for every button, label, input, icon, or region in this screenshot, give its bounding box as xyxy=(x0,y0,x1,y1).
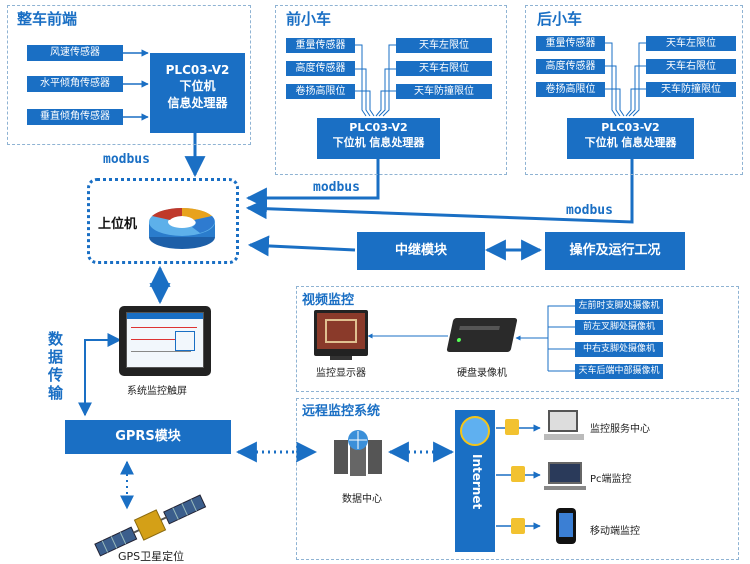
rear-cart-plc-model: PLC03-V2 xyxy=(601,121,660,134)
monitor-caption: 监控显示器 xyxy=(316,368,366,379)
vertical-tilt-sensor: 垂直倾角传感器 xyxy=(27,109,123,125)
client-pc-monitor: Pc端监控 xyxy=(590,474,632,485)
touchscreen-titlebar xyxy=(127,313,203,319)
rear-right-limit: 天车右限位 xyxy=(646,59,736,74)
touchscreen-display xyxy=(126,312,204,368)
touchscreen-panel-box xyxy=(175,331,195,351)
front-cart-link xyxy=(245,156,380,209)
camera-crane-rear-middle: 天车后端中部摄像机 xyxy=(575,364,663,379)
touchscreen-trend-line-2 xyxy=(131,339,175,340)
camera-front-left-fork: 前左叉脚处摄像机 xyxy=(575,320,663,335)
touchscreen-baseline xyxy=(131,351,191,352)
rear-cart-plc-box: PLC03-V2 下位机 信息处理器 xyxy=(567,118,694,159)
internet-label: Internet xyxy=(470,454,484,510)
front-plc-model: PLC03-V2 xyxy=(165,63,230,77)
client-monitor-center: 监控服务中心 xyxy=(590,424,650,435)
rear-weight-sensor: 重量传感器 xyxy=(536,36,605,51)
vehicle-front-title: 整车前端 xyxy=(17,10,78,28)
front-right-limit: 天车右限位 xyxy=(396,61,492,76)
front-left-limit: 天车左限位 xyxy=(396,38,492,53)
mobile-phone-icon xyxy=(556,508,576,544)
lock-icon xyxy=(511,518,525,534)
remote-title: 远程监控系统 xyxy=(302,404,381,419)
rear-height-sensor: 高度传感器 xyxy=(536,59,605,74)
data-center-caption: 数据中心 xyxy=(342,494,382,505)
front-plc-role: 下位机 xyxy=(179,79,216,93)
modbus-label-front: modbus xyxy=(103,152,150,167)
monitor-screen xyxy=(317,313,365,349)
camera-links xyxy=(515,305,575,372)
camera-front-left-support: 左前时支脚处摄像机 xyxy=(575,299,663,314)
laptop-base xyxy=(544,486,586,490)
camera-middle-right-support: 中右支脚处摄像机 xyxy=(575,342,663,357)
front-cart-funnel xyxy=(355,44,396,117)
front-plc-function: 信息处理器 xyxy=(167,96,228,110)
monitor-scene xyxy=(325,319,357,343)
front-sensor-links xyxy=(123,49,149,121)
gps-caption: GPS卫星定位 xyxy=(118,550,185,563)
data-transfer-label: 数据传输 xyxy=(48,330,64,402)
front-cart-title: 前小车 xyxy=(286,10,332,28)
touchscreen-caption: 系统监控触屏 xyxy=(127,386,187,397)
internet-bar: Internet xyxy=(455,410,495,552)
internet-explorer-icon xyxy=(460,416,490,446)
operation-status: 操作及运行工况 xyxy=(545,232,685,270)
modbus-label-front-cart: modbus xyxy=(313,180,360,195)
front-plc-box: PLC03-V2 下位机 信息处理器 xyxy=(150,53,245,133)
lock-icon xyxy=(505,419,519,435)
monitor-icon xyxy=(314,310,368,356)
video-title: 视频监控 xyxy=(302,293,355,308)
client-mobile-monitor: 移动端监控 xyxy=(590,526,640,537)
front-height-sensor: 高度传感器 xyxy=(286,61,355,76)
front-cart-plc-model: PLC03-V2 xyxy=(349,121,408,134)
rear-cart-funnel xyxy=(605,42,646,117)
lock-icon xyxy=(511,466,525,482)
video-panel xyxy=(296,286,739,392)
host-label: 上位机 xyxy=(98,217,138,232)
rear-cart-panel xyxy=(525,5,743,175)
laptop-icon xyxy=(548,462,582,484)
horizontal-tilt-sensor: 水平倾角传感器 xyxy=(27,76,123,92)
rear-cart-plc-role: 下位机 信息处理器 xyxy=(584,136,677,149)
monitor-stand xyxy=(330,356,352,360)
screen-gprs-link xyxy=(78,333,122,417)
recorder-caption: 硬盘录像机 xyxy=(457,368,507,379)
mobile-phone-screen xyxy=(559,513,573,537)
rear-cart-link xyxy=(245,156,634,224)
vehicle-front-panel xyxy=(7,5,251,145)
front-cart-plc-role: 下位机 信息处理器 xyxy=(332,136,425,149)
host-container xyxy=(87,178,239,264)
gprs-module: GPRS模块 xyxy=(65,420,231,454)
front-hoist-limit: 卷扬高限位 xyxy=(286,84,355,99)
front-weight-sensor: 重量传感器 xyxy=(286,38,355,53)
modbus-label-rear-cart: modbus xyxy=(566,203,613,218)
relay-link xyxy=(247,235,356,257)
remote-panel xyxy=(296,398,739,560)
rear-cart-title: 后小车 xyxy=(537,10,583,28)
keyboard-icon xyxy=(544,434,584,440)
touchscreen-device xyxy=(119,306,211,376)
desktop-icon xyxy=(548,410,578,432)
front-anticollision-limit: 天车防撞限位 xyxy=(396,84,492,99)
rear-hoist-limit: 卷扬高限位 xyxy=(536,82,605,97)
rear-left-limit: 天车左限位 xyxy=(646,36,736,51)
wind-speed-sensor: 风速传感器 xyxy=(27,45,123,61)
relay-module: 中继模块 xyxy=(357,232,485,270)
front-cart-panel xyxy=(275,5,507,175)
touchscreen-trend-line-1 xyxy=(131,327,197,328)
rear-anticollision-limit: 天车防撞限位 xyxy=(646,82,736,97)
front-cart-plc-box: PLC03-V2 下位机 信息处理器 xyxy=(317,118,440,159)
